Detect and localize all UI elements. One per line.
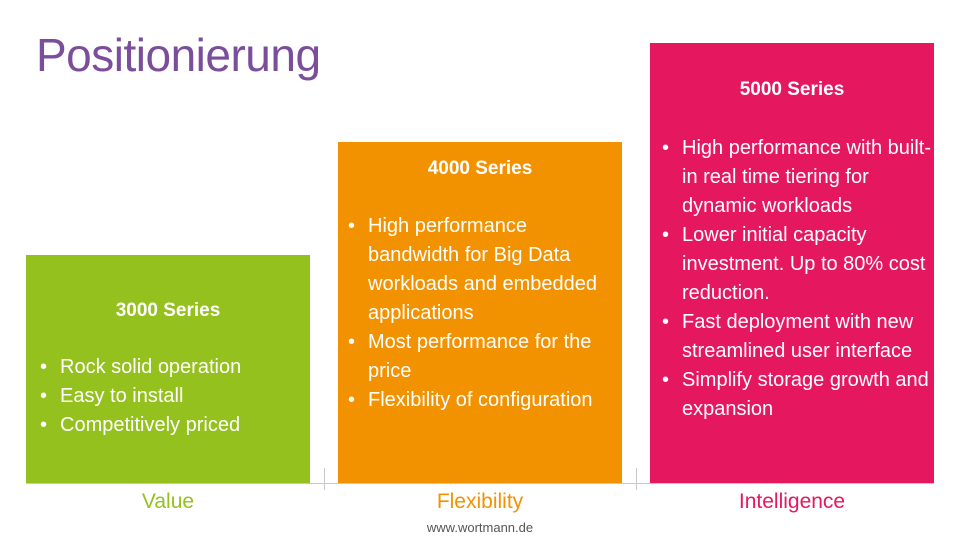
label-value: Value — [141, 490, 195, 513]
bullet-item: High performance bandwidth for Big Data … — [346, 212, 618, 328]
bullet-item: Flexibility of configuration — [346, 386, 618, 415]
bullet-item: Fast deployment with new streamlined use… — [660, 308, 932, 366]
bullet-item: High performance with built-in real time… — [660, 134, 932, 221]
bullet-item: Competitively priced — [38, 411, 302, 440]
series-3000-box: 3000 Series Rock solid operation Easy to… — [26, 255, 310, 483]
bullet-item: Simplify storage growth and expansion — [660, 366, 932, 424]
series-4000-heading: 4000 Series — [427, 158, 533, 179]
bullet-item: Rock solid operation — [38, 353, 302, 382]
bullet-item: Lower initial capacity investment. Up to… — [660, 221, 932, 308]
tick-divider — [636, 468, 637, 490]
series-4000-bullets: High performance bandwidth for Big Data … — [346, 212, 618, 415]
series-5000-heading: 5000 Series — [739, 79, 845, 100]
bullet-item: Easy to install — [38, 382, 302, 411]
series-3000-bullets: Rock solid operation Easy to install Com… — [38, 353, 302, 440]
bullet-item: Most performance for the price — [346, 328, 618, 386]
page-title: Positionierung — [36, 29, 321, 81]
footer-url: www.wortmann.de — [426, 520, 534, 535]
label-intelligence: Intelligence — [738, 490, 846, 513]
label-flexibility: Flexibility — [436, 490, 524, 513]
series-3000-heading: 3000 Series — [115, 300, 221, 321]
baseline-divider — [26, 483, 934, 484]
tick-divider — [324, 468, 325, 490]
series-4000-box: 4000 Series High performance bandwidth f… — [338, 142, 622, 483]
series-5000-box: 5000 Series High performance with built-… — [650, 43, 934, 483]
series-5000-bullets: High performance with built-in real time… — [660, 134, 932, 424]
